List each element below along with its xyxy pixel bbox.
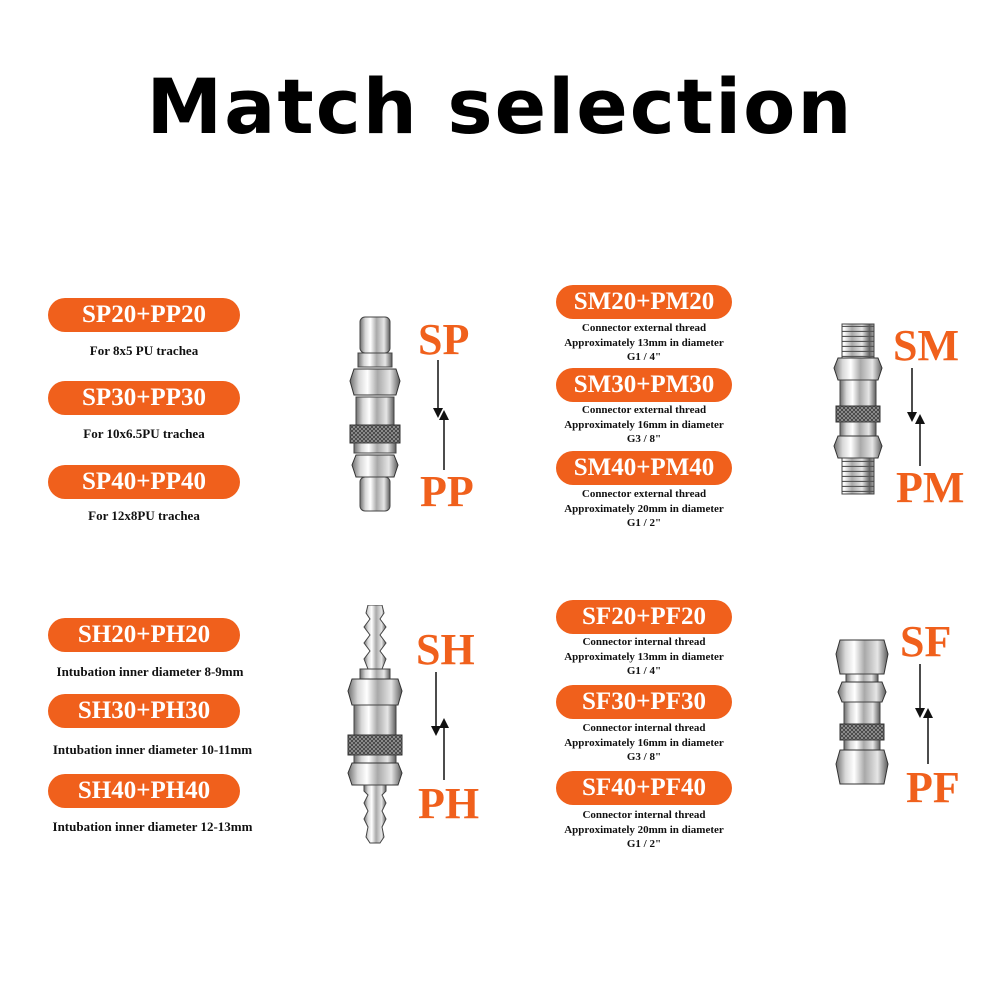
arrow-up-icon <box>915 414 925 466</box>
desc-line: Connector internal thread <box>582 809 706 821</box>
model-caption-sp20: For 8x5 PU trachea <box>89 343 199 358</box>
model-pill-sm30: SM30+PM30 <box>556 368 732 402</box>
desc-line: G1 / 4" <box>626 351 662 363</box>
desc-line: Approximately 13mm in diameter <box>564 336 724 349</box>
model-caption-sp40: For 12x8PU trachea <box>88 508 200 523</box>
model-desc-sf30: Connector internal thread Approximately … <box>556 721 732 765</box>
tag-pm: PM <box>896 463 965 512</box>
sp-pp-coupler-image <box>349 316 401 512</box>
model-pill-sf40: SF40+PF40 <box>556 771 732 805</box>
arrow-down-icon <box>915 664 925 718</box>
model-desc-sf40: Connector internal thread Approximately … <box>556 808 732 852</box>
model-desc-sm20: Connector external thread Approximately … <box>556 321 732 365</box>
arrow-down-icon <box>433 360 443 418</box>
desc-line: G1 / 2" <box>626 517 662 529</box>
desc-line: Approximately 13mm in diameter <box>564 650 724 663</box>
model-caption-sh20: Intubation inner diameter 8-9mm <box>56 664 244 679</box>
model-desc-sm40: Connector external thread Approximately … <box>556 487 732 531</box>
tag-sf: SF <box>900 617 952 666</box>
arrow-up-icon <box>439 410 449 470</box>
arrow-up-icon <box>439 718 449 780</box>
sm-pm-coupler-image <box>833 323 883 495</box>
model-pill-sp20: SP20+PP20 <box>48 298 240 332</box>
desc-line: Connector external thread <box>581 488 707 500</box>
desc-line: Approximately 16mm in diameter <box>564 736 724 749</box>
tag-pp: PP <box>420 467 474 516</box>
arrow-down-icon <box>431 672 441 736</box>
tag-pf: PF <box>906 763 960 812</box>
desc-line: Connector external thread <box>581 404 707 416</box>
desc-line: G1 / 2" <box>626 838 662 850</box>
model-caption-sp30: For 10x6.5PU trachea <box>83 426 205 441</box>
tag-sh: SH <box>416 625 475 674</box>
desc-line: Approximately 20mm in diameter <box>564 823 724 836</box>
model-pill-sh20: SH20+PH20 <box>48 618 240 652</box>
arrow-up-icon <box>923 708 933 764</box>
desc-line: G3 / 8" <box>626 433 662 445</box>
tag-ph: PH <box>418 779 480 828</box>
desc-line: Connector external thread <box>581 322 707 334</box>
model-pill-sp40: SP40+PP40 <box>48 465 240 499</box>
model-desc-sm30: Connector external thread Approximately … <box>556 403 732 447</box>
model-pill-sp30: SP30+PP30 <box>48 381 240 415</box>
sh-ph-coupler-image <box>347 605 403 844</box>
desc-line: Connector internal thread <box>582 722 706 734</box>
model-pill-sf30: SF30+PF30 <box>556 685 732 719</box>
model-caption-sh30: Intubation inner diameter 10-11mm <box>52 742 253 757</box>
model-pill-sm20: SM20+PM20 <box>556 285 732 319</box>
tag-sm: SM <box>893 321 959 370</box>
model-desc-sf20: Connector internal thread Approximately … <box>556 635 732 679</box>
desc-line: Approximately 16mm in diameter <box>564 418 724 431</box>
model-pill-sh40: SH40+PH40 <box>48 774 240 808</box>
model-pill-sf20: SF20+PF20 <box>556 600 732 634</box>
page-title: Match selection <box>146 62 854 151</box>
arrow-down-icon <box>907 368 917 422</box>
desc-line: G1 / 4" <box>626 665 662 677</box>
sf-pf-coupler-image <box>835 639 889 785</box>
model-caption-sh40: Intubation inner diameter 12-13mm <box>52 819 253 834</box>
tag-sp: SP <box>418 315 470 364</box>
desc-line: Connector internal thread <box>582 636 706 648</box>
desc-line: Approximately 20mm in diameter <box>564 502 724 515</box>
model-pill-sm40: SM40+PM40 <box>556 451 732 485</box>
desc-line: G3 / 8" <box>626 751 662 763</box>
model-pill-sh30: SH30+PH30 <box>48 694 240 728</box>
